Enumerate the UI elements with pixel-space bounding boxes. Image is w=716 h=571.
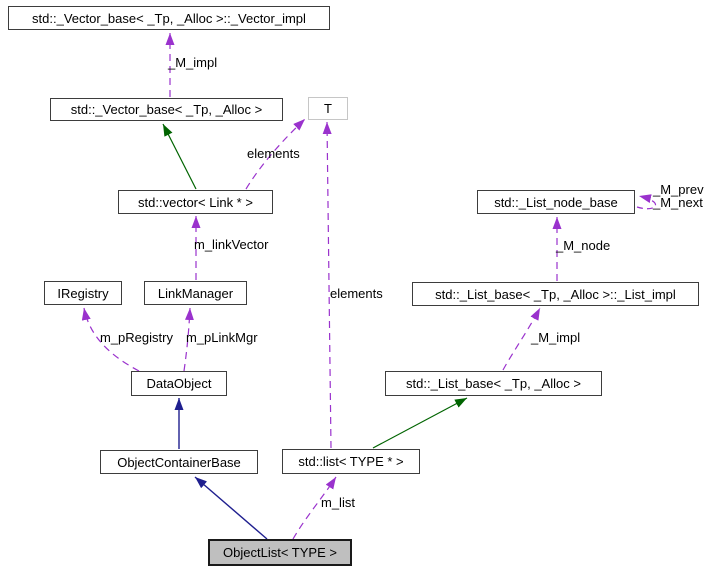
edge-label-m-impl-list: _M_impl [531,330,581,345]
node-dataobject[interactable]: DataObject [131,371,227,396]
node-list-node-base[interactable]: std::_List_node_base [477,190,635,214]
node-iregistry[interactable]: IRegistry [44,281,122,305]
edge-label-m-prev: _M_prev [653,182,704,197]
node-vector-base[interactable]: std::_Vector_base< _Tp, _Alloc > [50,98,283,121]
edge-label-m-plinkmgr: m_pLinkMgr [186,330,258,345]
edge-listnodebase-self [636,194,656,210]
edge-label-m-next: _M_next [653,195,703,210]
edge-listbase-listimpl [502,307,541,371]
edge-stdlist-t [322,121,332,449]
node-vector-impl[interactable]: std::_Vector_base< _Tp, _Alloc >::_Vecto… [8,6,330,30]
node-std-vector-link[interactable]: std::vector< Link * > [118,190,273,214]
node-t: T [308,97,348,120]
edge-label-m-impl-vector: _M_impl [168,55,218,70]
edge-stdlist-listbase [372,397,468,449]
node-objectcontainerbase[interactable]: ObjectContainerBase [100,450,258,474]
edge-label-m-pregistry: m_pRegistry [100,330,173,345]
node-objectlist-focus: ObjectList< TYPE > [208,539,352,566]
node-list-base[interactable]: std::_List_base< _Tp, _Alloc > [385,371,602,396]
edge-vectorlink-vectorbase [162,123,197,190]
edge-objectlist-objectcontainerbase [194,476,268,540]
edge-label-elements-list: elements [330,286,383,301]
edge-label-elements-vector: elements [247,146,300,161]
node-linkmanager[interactable]: LinkManager [144,281,247,305]
edge-label-m-linkvector: m_linkVector [194,237,269,252]
edge-dataobject-linkmanager [183,307,194,372]
node-list-impl[interactable]: std::_List_base< _Tp, _Alloc >::_List_im… [412,282,699,306]
edge-label-m-list: m_list [321,495,355,510]
edge-label-m-node: _M_node [556,238,611,253]
edge-objectlist-stdlist [292,476,337,540]
node-std-list[interactable]: std::list< TYPE * > [282,449,420,474]
edge-dataobject-iregistry [81,307,140,372]
